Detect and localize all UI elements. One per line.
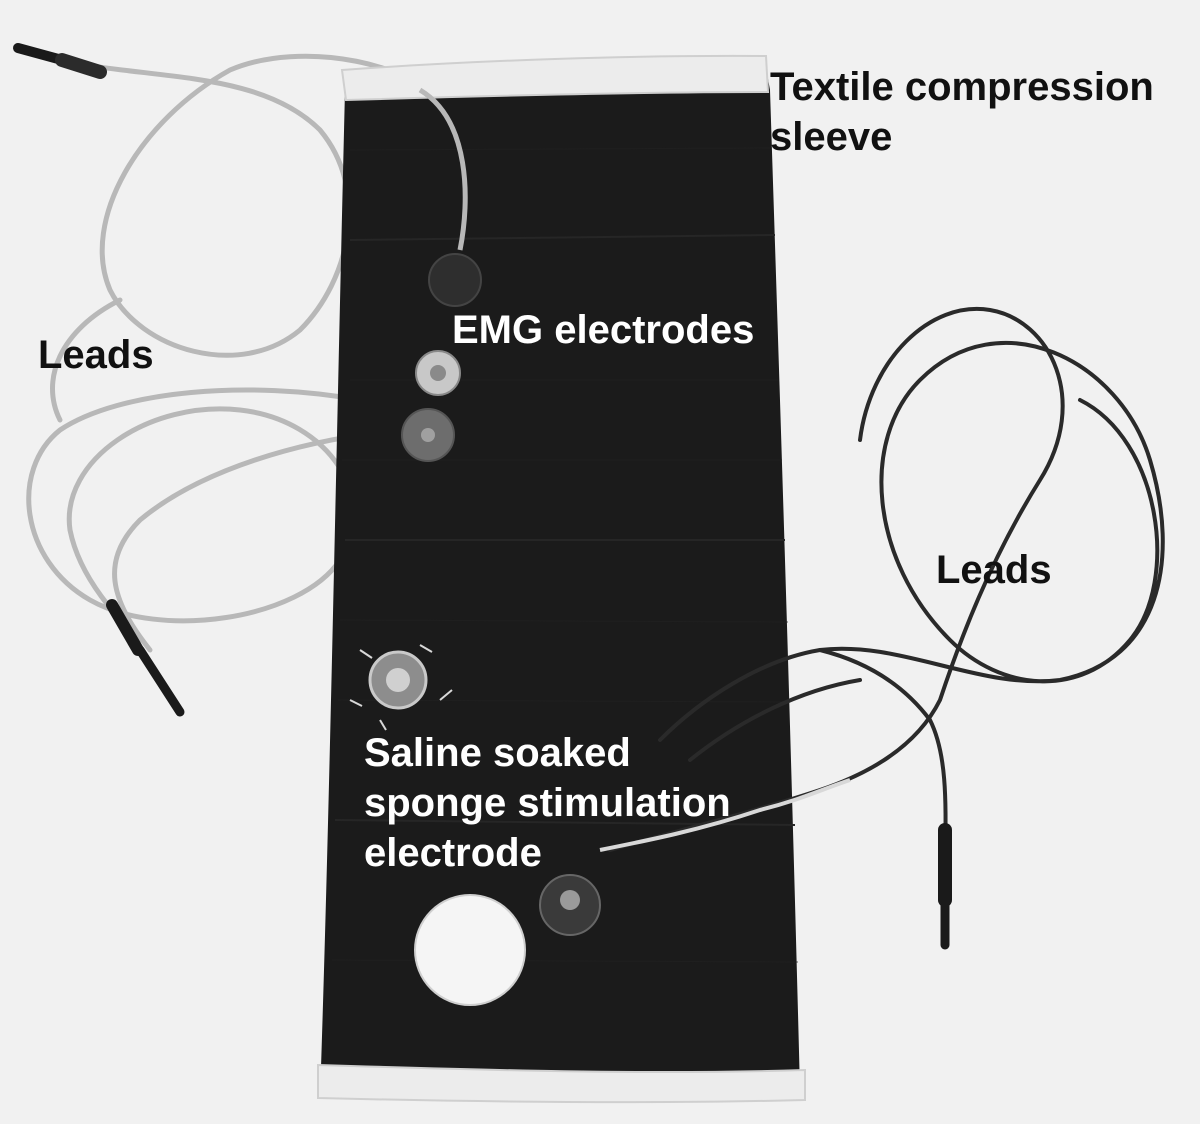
leads-left-label: Leads [38, 333, 154, 377]
sleeve-label-line1: Textile compression [770, 65, 1154, 109]
sponge-label: Saline soaked sponge stimulation electro… [364, 728, 731, 878]
sponge-electrodes [349, 644, 601, 1006]
sponge-label-line1: Saline soaked [364, 731, 631, 775]
emg-label: EMG electrodes [452, 308, 755, 352]
sponge-label-line2: sponge stimulation [364, 781, 731, 825]
sleeve-label: Textile compression sleeve [770, 62, 1154, 162]
sponge-label-line3: electrode [364, 831, 542, 875]
sleeve-label-line2: sleeve [770, 115, 893, 159]
emg-electrodes [401, 87, 482, 462]
leads-right-label: Leads [936, 548, 1052, 592]
compression-sleeve [317, 54, 806, 1104]
left-plugs [13, 43, 185, 717]
